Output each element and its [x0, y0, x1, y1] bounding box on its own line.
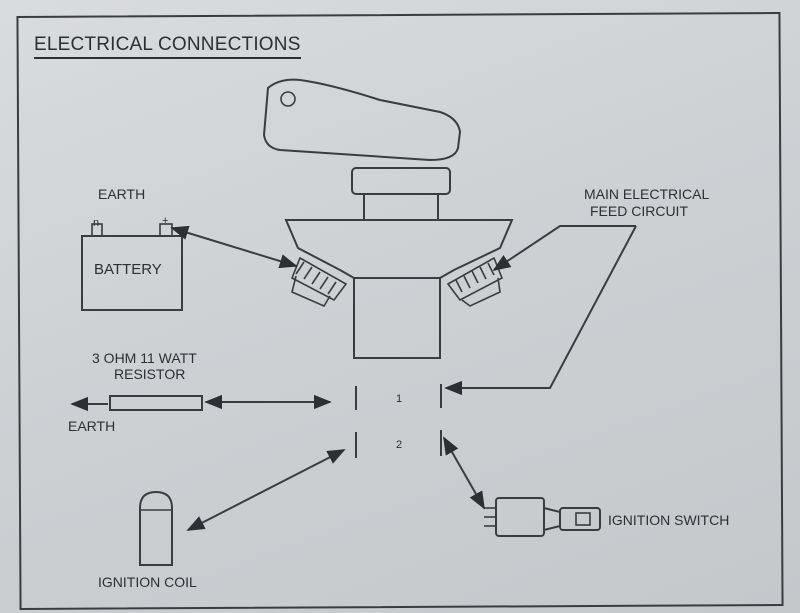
coil-to-terminal-2-arrow [186, 449, 346, 531]
terminal-contacts [355, 384, 442, 458]
battery-negative-terminal-label: n [93, 217, 100, 229]
main-feed-label-line2: FEED CIRCUIT [590, 203, 688, 219]
battery-label: BATTERY [94, 261, 162, 278]
battery-to-switch-arrow [170, 225, 298, 269]
resistor-label-line1: 3 OHM 11 WATT [92, 350, 197, 366]
page-title: ELECTRICAL CONNECTIONS [34, 34, 301, 59]
feed-to-terminal-1-arrow [444, 225, 637, 396]
switch-lever [262, 78, 462, 162]
ignition-coil-symbol [139, 490, 173, 566]
earth-label-bottom: EARTH [68, 418, 116, 434]
feed-circuit-arrow [492, 225, 636, 271]
switch-to-terminal-2-arrow [443, 436, 485, 510]
earth-label-top: EARTH [98, 186, 146, 202]
ignition-switch-label: IGNITION SWITCH [608, 512, 730, 528]
battery-positive-terminal-label: + [162, 215, 169, 227]
terminal-2-label: 2 [396, 439, 403, 451]
isolator-switch-body [284, 167, 514, 359]
terminal-1-label: 1 [396, 393, 403, 405]
resistor-label-line2: RESISTOR [114, 366, 186, 382]
ignition-switch-symbol [484, 497, 601, 537]
ignition-coil-label: IGNITION COIL [98, 574, 197, 590]
main-feed-label-line1: MAIN ELECTRICAL [584, 186, 710, 202]
resistor-symbol [109, 395, 203, 411]
